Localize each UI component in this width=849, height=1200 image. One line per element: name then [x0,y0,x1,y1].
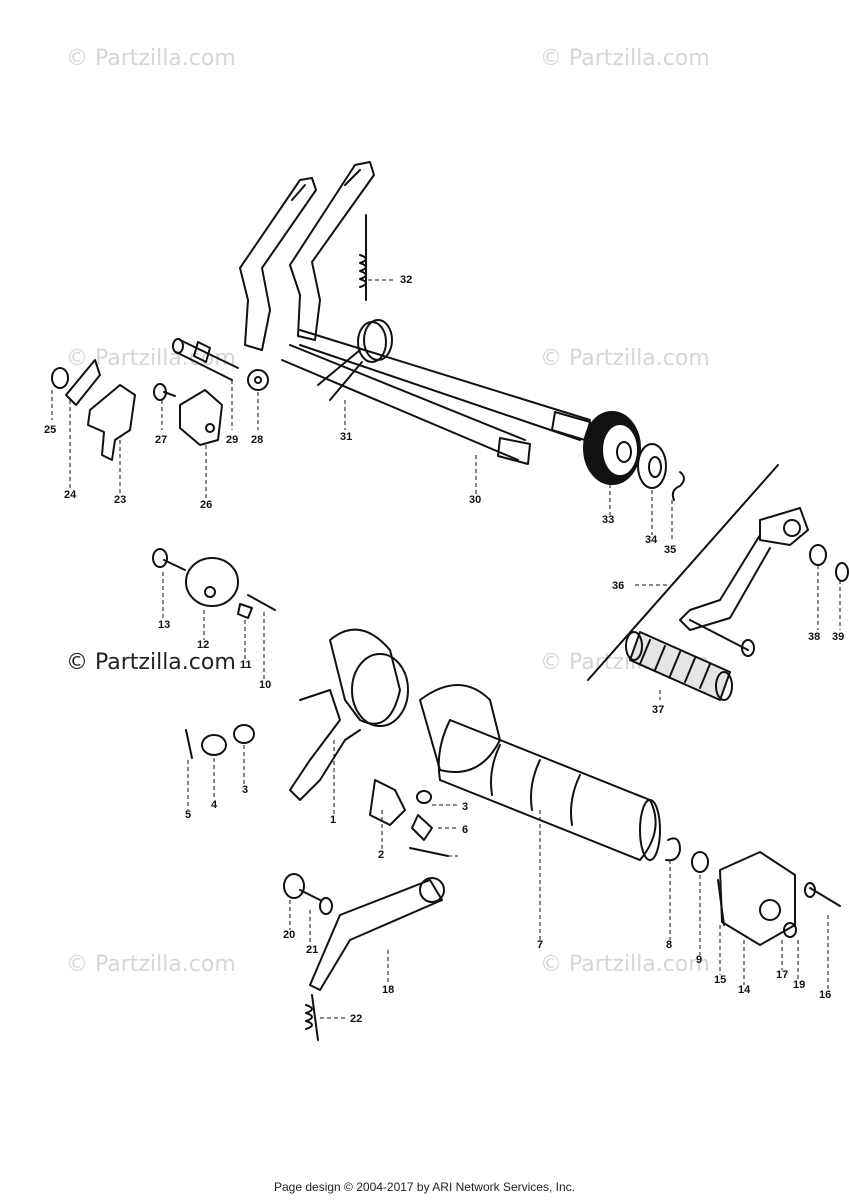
callout-2: 2 [378,849,384,861]
callout-9: 9 [696,954,702,966]
watermark-bottom-right: © Partzilla.com [540,952,710,977]
watermark-bottom-left: © Partzilla.com [66,952,236,977]
nuts-38-39-drawing [809,544,849,582]
exploded-parts-diagram: 1 2 3 3 4 5 6 7 8 9 10 11 12 13 14 15 16… [44,161,849,1041]
callout-26: 26 [200,499,212,511]
callout-8: 8 [666,939,672,951]
page-footer: Page design © 2004-2017 by ARI Network S… [273,1180,575,1194]
shift-fork-left-drawing [239,177,317,351]
callout-38: 38 [808,631,820,643]
callout-29: 29 [226,434,238,446]
rubber-37-drawing [625,631,733,701]
torsion-spring-31-drawing [317,319,393,401]
callout-20: 20 [283,929,295,941]
callout-17: 17 [776,969,788,981]
callout-5: 5 [185,809,191,821]
callout-25: 25 [44,424,56,436]
callout-16: 16 [819,989,831,1001]
circlip-8-drawing [665,837,681,862]
washer-21-drawing [319,897,333,915]
callout-6: 6 [462,824,468,836]
callout-33: 33 [602,514,614,526]
plate-12-drawing [185,557,239,607]
bolt-13-drawing [152,548,186,571]
lever-assembly-frame-drawing [587,464,779,681]
callout-23: 23 [114,494,126,506]
callout-3a: 3 [462,801,468,813]
shift-drum-7-drawing [437,719,661,861]
contact-3-drawing [233,724,255,744]
callout-13: 13 [158,619,170,631]
watermark-left-dark: © Partzilla.com [66,650,236,675]
callout-32: 32 [400,274,412,286]
spring-32-drawing [359,214,367,301]
pin-11-drawing [237,603,253,619]
callout-3b: 3 [242,784,248,796]
callout-31: 31 [340,431,352,443]
callout-14: 14 [738,984,751,996]
plate-23-drawing [87,384,136,461]
change-pedal-36-drawing [679,507,809,657]
callout-37: 37 [652,704,664,716]
shift-fork-2-drawing [369,684,501,826]
bolt-19-drawing [804,882,841,907]
pin-29-drawing [172,338,239,381]
lever-18-drawing [309,877,445,991]
callout-4: 4 [211,799,218,811]
screw-17-drawing [783,922,797,938]
shift-fork-right-drawing [289,161,375,341]
plate-24-drawing [65,359,101,406]
pin-10-drawing [247,594,276,611]
callout-1: 1 [330,814,336,826]
pin-5-drawing [185,729,193,759]
nut-25-drawing [51,367,69,389]
oil-seal-33-drawing [583,411,641,485]
callout-18: 18 [382,984,394,996]
watermark-top-right: © Partzilla.com [540,46,710,71]
callout-7: 7 [537,939,543,951]
callout-36: 36 [612,580,624,592]
callout-27: 27 [155,434,167,446]
bolt-27-drawing [153,383,176,401]
callout-21: 21 [306,944,318,956]
stopper-26-drawing [179,389,223,446]
callout-19: 19 [793,979,805,991]
callout-11: 11 [240,659,252,671]
fork-shaft-lower-drawing [281,344,531,465]
callout-34: 34 [645,534,658,546]
contact-3b-drawing [416,790,432,804]
callout-24: 24 [64,489,77,501]
shift-fork-1-drawing [289,628,409,801]
pin-8-drawing [409,847,449,857]
callout-39: 39 [832,631,844,643]
callout-10: 10 [259,679,271,691]
roller-28-drawing [247,369,269,391]
callout-28: 28 [251,434,263,446]
callout-22: 22 [350,1013,362,1025]
spring-22-drawing [305,994,319,1041]
callout-labels: 1 2 3 3 4 5 6 7 8 9 10 11 12 13 14 15 16… [44,274,844,1025]
gasket-15-drawing [717,879,725,926]
bolt-20-drawing [283,873,321,901]
clip-35-drawing [671,471,685,501]
watermark-mid-right: © Partzilla.com [540,346,710,371]
watermark-top-left: © Partzilla.com [66,46,236,71]
washer-9-drawing [691,851,709,873]
callout-15: 15 [714,974,726,986]
spring-6-drawing [411,814,433,841]
callout-30: 30 [469,494,481,506]
callout-35: 35 [664,544,676,556]
neutral-pin-4-drawing [201,734,227,756]
washer-34-drawing [637,443,667,489]
callout-12: 12 [197,639,209,651]
